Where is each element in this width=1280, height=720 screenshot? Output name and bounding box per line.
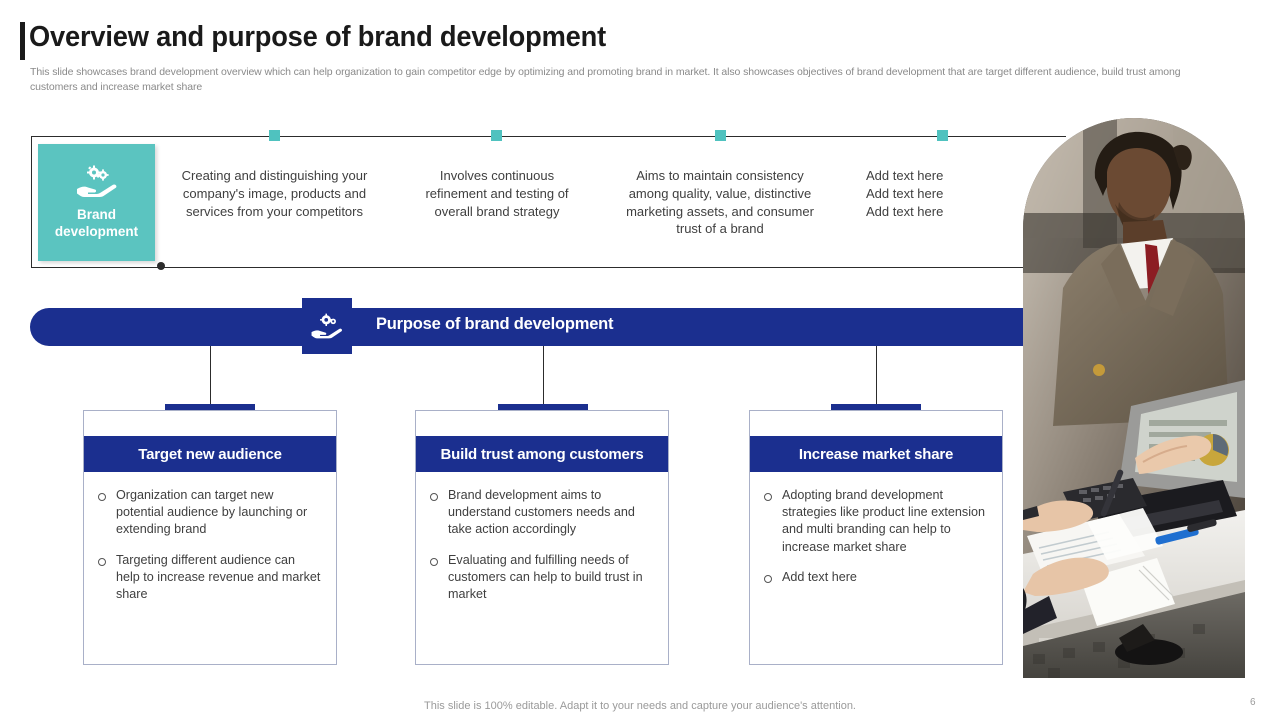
- card-1-bullet-1: Organization can target new potential au…: [116, 488, 308, 537]
- card-2-bullet-1: Brand development aims to understand cus…: [448, 488, 635, 537]
- list-item: Adopting brand development strategies li…: [762, 487, 988, 556]
- connector-line-1: [210, 346, 212, 408]
- card-2-body: Brand development aims to understand cus…: [416, 479, 668, 616]
- card-3-bullet-2: Add text here: [782, 569, 857, 584]
- card-tab-2: [498, 404, 588, 412]
- purpose-banner: [30, 308, 1023, 346]
- card-1-header: Target new audience: [84, 436, 336, 472]
- card-1-bullet-2: Targeting different audience can help to…: [116, 552, 321, 602]
- card-2-bullet-2: Evaluating and fulfilling needs of custo…: [448, 552, 643, 602]
- overview-column-4-text: Add text here Add text here Add text her…: [866, 168, 944, 219]
- list-item: Targeting different audience can help to…: [96, 552, 322, 604]
- footer-note: This slide is 100% editable. Adapt it to…: [424, 700, 856, 712]
- timeline-tick-2: [491, 130, 502, 141]
- card-build-trust-among-customers[interactable]: Build trust among customers Brand develo…: [415, 410, 669, 665]
- timeline-tick-1: [269, 130, 280, 141]
- circle-bullet-icon: [98, 557, 106, 566]
- brand-development-box[interactable]: Brand development: [38, 144, 155, 261]
- brand-box-label-line2: development: [54, 224, 139, 239]
- circle-bullet-icon: [764, 493, 772, 501]
- card-2-header: Build trust among customers: [416, 436, 668, 472]
- overview-column-3-text: Aims to maintain consistency among quali…: [626, 168, 814, 237]
- connector-line-3: [876, 346, 878, 408]
- overview-column-1-text: Creating and distinguishing your company…: [181, 168, 368, 219]
- list-item: Add text here: [762, 569, 988, 586]
- business-meeting-photo: [1023, 118, 1245, 678]
- timeline-tick-4: [937, 130, 948, 141]
- hand-holding-gears-icon: [75, 165, 119, 202]
- timeline-tick-3: [715, 130, 726, 141]
- overview-frame: [31, 136, 1066, 268]
- card-3-body: Adopting brand development strategies li…: [750, 479, 1002, 599]
- card-tab-1: [165, 404, 255, 412]
- card-3-bullet-1: Adopting brand development strategies li…: [782, 488, 986, 554]
- card-target-new-audience[interactable]: Target new audience Organization can tar…: [83, 410, 337, 665]
- title-accent-bar: [20, 22, 25, 60]
- page-title: Overview and purpose of brand developmen…: [29, 21, 606, 53]
- connector-line-2: [543, 346, 545, 408]
- frame-end-dot: [157, 262, 165, 270]
- list-item: Organization can target new potential au…: [96, 487, 322, 539]
- list-item: Evaluating and fulfilling needs of custo…: [428, 552, 654, 604]
- circle-bullet-icon: [98, 493, 106, 501]
- circle-bullet-icon: [430, 493, 438, 501]
- purpose-banner-title: Purpose of brand development: [376, 315, 614, 333]
- list-item: Brand development aims to understand cus…: [428, 487, 654, 539]
- page-subtitle: This slide showcases brand development o…: [30, 66, 1181, 93]
- brand-box-label-line1: Brand: [76, 207, 116, 222]
- circle-bullet-icon: [430, 557, 438, 566]
- overview-column-2-text: Involves continuous refinement and testi…: [425, 168, 569, 219]
- brand-box-label: Brand development: [55, 206, 138, 240]
- page-number: 6: [1250, 697, 1256, 708]
- card-3-header: Increase market share: [750, 436, 1002, 472]
- banner-hand-holding-gears-icon: [302, 298, 352, 354]
- card-1-body: Organization can target new potential au…: [84, 479, 336, 616]
- circle-bullet-icon: [764, 574, 772, 583]
- card-tab-3: [831, 404, 921, 412]
- card-increase-market-share[interactable]: Increase market share Adopting brand dev…: [749, 410, 1003, 665]
